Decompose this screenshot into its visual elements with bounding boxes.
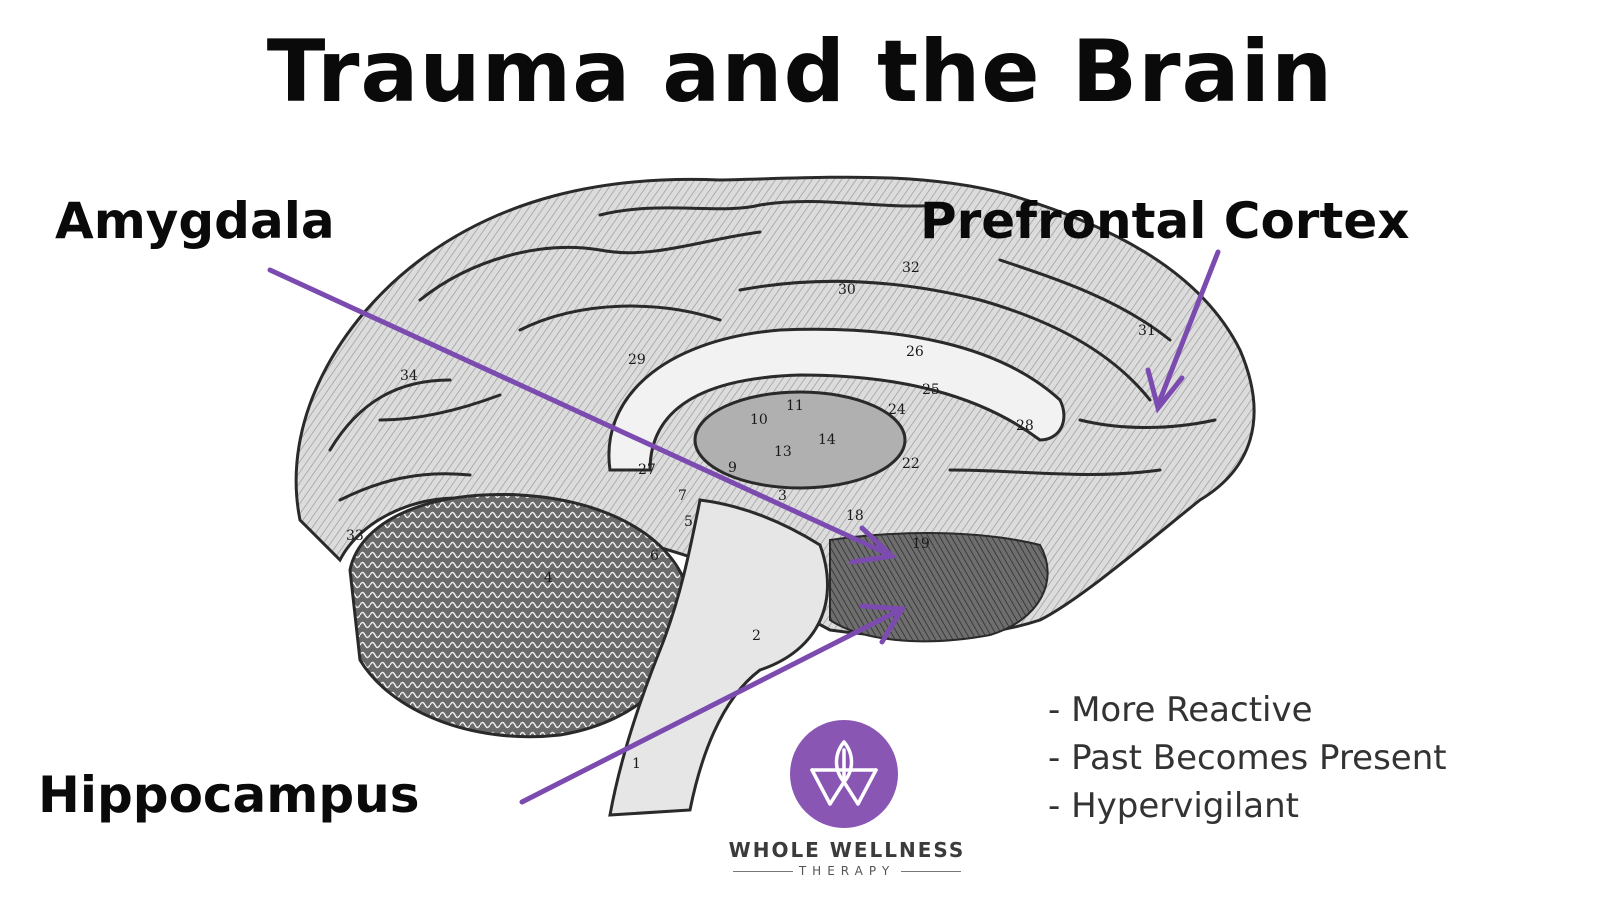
brain-number: 11 bbox=[786, 398, 804, 414]
brain-number: 30 bbox=[838, 282, 856, 298]
logo-mark bbox=[790, 720, 898, 828]
brain-number: 6 bbox=[650, 548, 659, 564]
brain-number: 29 bbox=[628, 352, 646, 368]
corpus-callosum bbox=[607, 327, 1066, 472]
brain-number: 24 bbox=[888, 402, 906, 418]
brain-number: 28 bbox=[1016, 418, 1034, 434]
cerebellum bbox=[348, 492, 692, 739]
logo-name: WHOLE WELLNESS bbox=[728, 838, 966, 862]
brain-number: 10 bbox=[750, 412, 768, 428]
leaf-w-icon bbox=[810, 740, 878, 806]
brain-number: 13 bbox=[774, 444, 792, 460]
brain-number: 19 bbox=[912, 536, 930, 552]
logo-subtitle: THERAPY bbox=[712, 864, 982, 878]
brain-numbers: 32 30 31 26 25 29 34 24 28 11 10 14 13 2… bbox=[346, 260, 1156, 772]
brain-number: 31 bbox=[1138, 323, 1156, 339]
symptom-item: - Hypervigilant bbox=[1048, 786, 1299, 826]
brain-number: 5 bbox=[684, 514, 693, 530]
brain-number: 3 bbox=[778, 488, 787, 504]
brain-number: 32 bbox=[902, 260, 920, 276]
thalamus bbox=[693, 390, 907, 490]
prefrontal-arrowhead bbox=[1145, 367, 1185, 414]
brain-number: 4 bbox=[544, 570, 553, 586]
arrows bbox=[267, 249, 1221, 805]
brain-number: 9 bbox=[728, 460, 737, 476]
brainstem bbox=[608, 498, 829, 817]
brain-number: 34 bbox=[400, 368, 418, 384]
prefrontal-arrow bbox=[1155, 249, 1221, 408]
symptom-list: - More Reactive - Past Becomes Present -… bbox=[1048, 686, 1447, 830]
amygdala-arrow bbox=[267, 267, 893, 558]
prefrontal-cortex-label: Prefrontal Cortex bbox=[920, 192, 1410, 250]
symptom-item: - Past Becomes Present bbox=[1048, 738, 1447, 778]
gyri-lines bbox=[328, 200, 1217, 502]
amygdala-arrowhead bbox=[849, 525, 898, 565]
page-title: Trauma and the Brain bbox=[266, 22, 1334, 122]
brain-number: 22 bbox=[902, 456, 920, 472]
brain-number: 27 bbox=[638, 462, 656, 478]
hippocampus-arrow bbox=[519, 607, 903, 805]
hippocampus-label: Hippocampus bbox=[38, 766, 420, 824]
brain-number: 25 bbox=[922, 382, 940, 398]
brain-number: 7 bbox=[678, 488, 687, 504]
amygdala-label: Amygdala bbox=[55, 192, 335, 250]
symptom-item: - More Reactive bbox=[1048, 690, 1313, 730]
brain-number: 14 bbox=[818, 432, 836, 448]
brain-number: 2 bbox=[752, 628, 761, 644]
brain-number: 18 bbox=[846, 508, 864, 524]
temporal-lobe bbox=[829, 532, 1049, 643]
hippocampus-arrowhead bbox=[859, 603, 907, 645]
logo: WHOLE WELLNESS THERAPY bbox=[712, 720, 982, 890]
brain-number: 33 bbox=[346, 528, 364, 544]
brain-number: 1 bbox=[632, 756, 641, 772]
brain-number: 26 bbox=[906, 344, 924, 360]
